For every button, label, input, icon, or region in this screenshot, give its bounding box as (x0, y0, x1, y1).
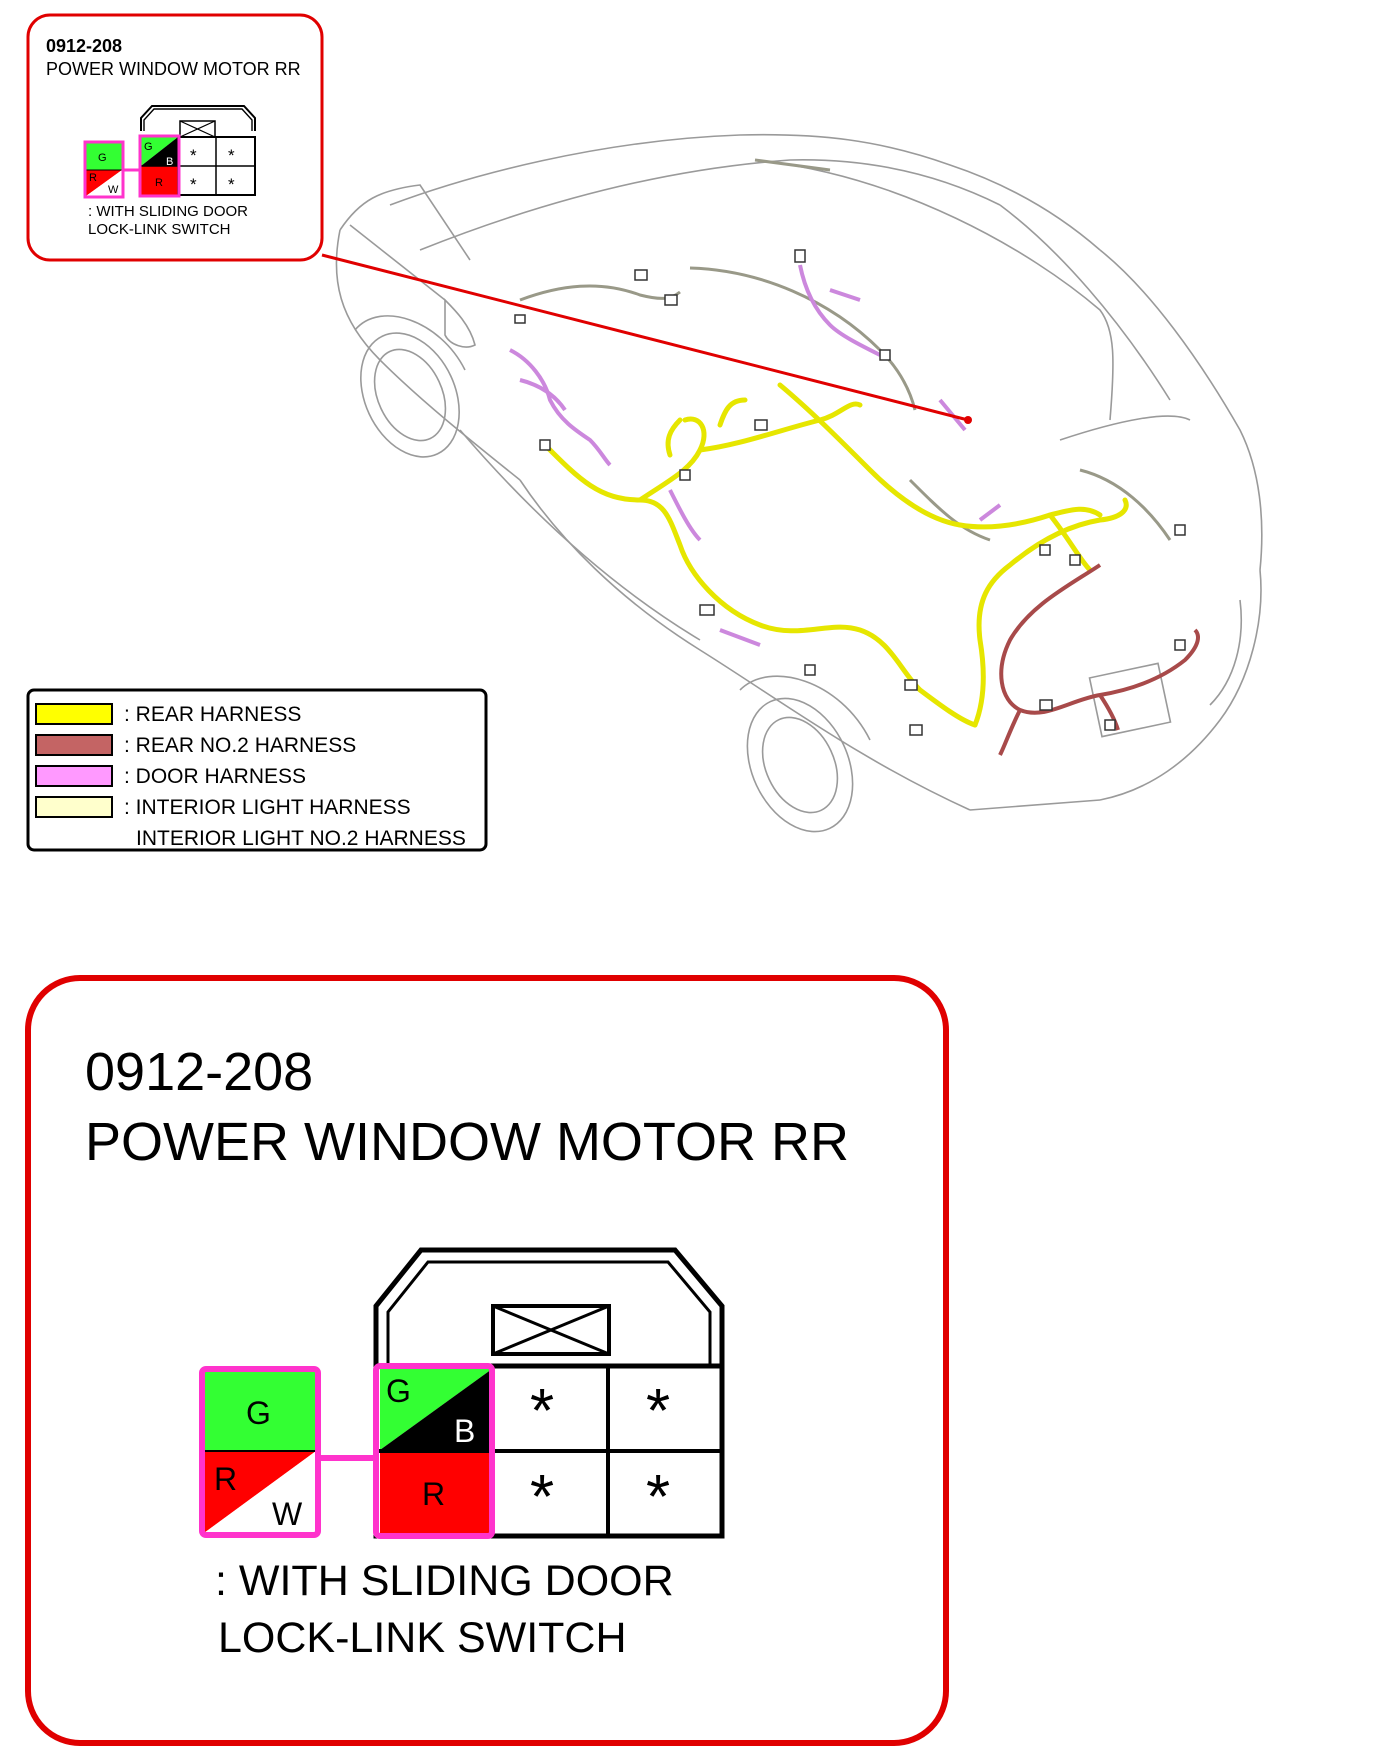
harness-connectors (514, 249, 1186, 736)
small-pin-g: G (144, 141, 153, 153)
small-note-line2: LOCK-LINK SWITCH (88, 221, 231, 238)
small-connector-name: POWER WINDOW MOTOR RR (46, 59, 301, 79)
pin6-star: * (530, 1463, 554, 1532)
pin2-star: * (530, 1377, 554, 1446)
small-connector-code: 0912-208 (46, 36, 122, 56)
interior-light-harness (519, 158, 1172, 542)
small-pin-b: B (166, 156, 173, 168)
small-switch-g: G (98, 152, 107, 164)
small-callout: 0912-208 POWER WINDOW MOTOR RR G B R * *… (26, 13, 324, 262)
small-pin-star-2: * (190, 146, 197, 165)
switch-green (204, 1371, 316, 1451)
legend-label-interior-no2: INTERIOR LIGHT NO.2 HARNESS (136, 827, 466, 850)
legend-swatch-rear (35, 703, 113, 725)
pin1-black-half (380, 1369, 492, 1450)
switch-highlight (199, 1366, 321, 1538)
small-pin-star-3: * (228, 146, 235, 165)
pin3-star: * (646, 1377, 670, 1446)
pin7-star: * (646, 1463, 670, 1532)
pin5-red (380, 1450, 492, 1534)
legend-swatch-door (35, 765, 113, 787)
used-pins-highlight (373, 1363, 495, 1539)
pin1-label-b: B (454, 1413, 475, 1449)
large-connector-diagram: G B R * * * * (373, 1247, 725, 1539)
large-connector-code: 0912-208 (85, 1042, 313, 1102)
switch-label-w: W (272, 1496, 303, 1532)
legend-label-interior: : INTERIOR LIGHT HARNESS (124, 796, 411, 819)
large-callout: 0912-208 POWER WINDOW MOTOR RR G B R (25, 975, 949, 1746)
door-harness (509, 264, 1002, 647)
legend-swatch-interior (35, 796, 113, 818)
callout-leader-line (321, 253, 969, 422)
car-outline (335, 133, 1263, 833)
lock-link-switch-diagram: G R W (199, 1366, 376, 1538)
small-connector-diagram: G B R * * * * G R W (83, 105, 256, 199)
rear-harness (542, 382, 1129, 728)
large-callout-border (25, 975, 949, 1746)
small-pin-star-7: * (228, 175, 235, 194)
pin5-label-r: R (422, 1476, 445, 1512)
switch-white-half (204, 1451, 316, 1533)
large-note-line1: : WITH SLIDING DOOR (215, 1557, 674, 1605)
rear-no2-harness (998, 563, 1200, 756)
small-switch-r: R (89, 172, 97, 184)
pin1-label-g: G (386, 1373, 411, 1409)
legend-label-door: : DOOR HARNESS (124, 765, 306, 788)
connector-location-dot (964, 416, 972, 424)
large-connector-name: POWER WINDOW MOTOR RR (85, 1112, 849, 1172)
switch-label-r: R (214, 1461, 237, 1497)
small-note-line1: : WITH SLIDING DOOR (88, 203, 248, 220)
harness-legend: : REAR HARNESS : REAR NO.2 HARNESS : DOO… (26, 688, 488, 852)
small-pin-star-6: * (190, 175, 197, 194)
legend-label-rear-no2: : REAR NO.2 HARNESS (124, 734, 356, 757)
switch-label-g: G (246, 1395, 271, 1431)
legend-border (26, 688, 488, 852)
small-switch-w: W (108, 184, 119, 196)
small-pin-r: R (155, 177, 163, 189)
legend-label-rear: : REAR HARNESS (124, 703, 301, 726)
large-note-line2: LOCK-LINK SWITCH (218, 1614, 627, 1662)
legend-swatch-rear-no2 (35, 734, 113, 756)
